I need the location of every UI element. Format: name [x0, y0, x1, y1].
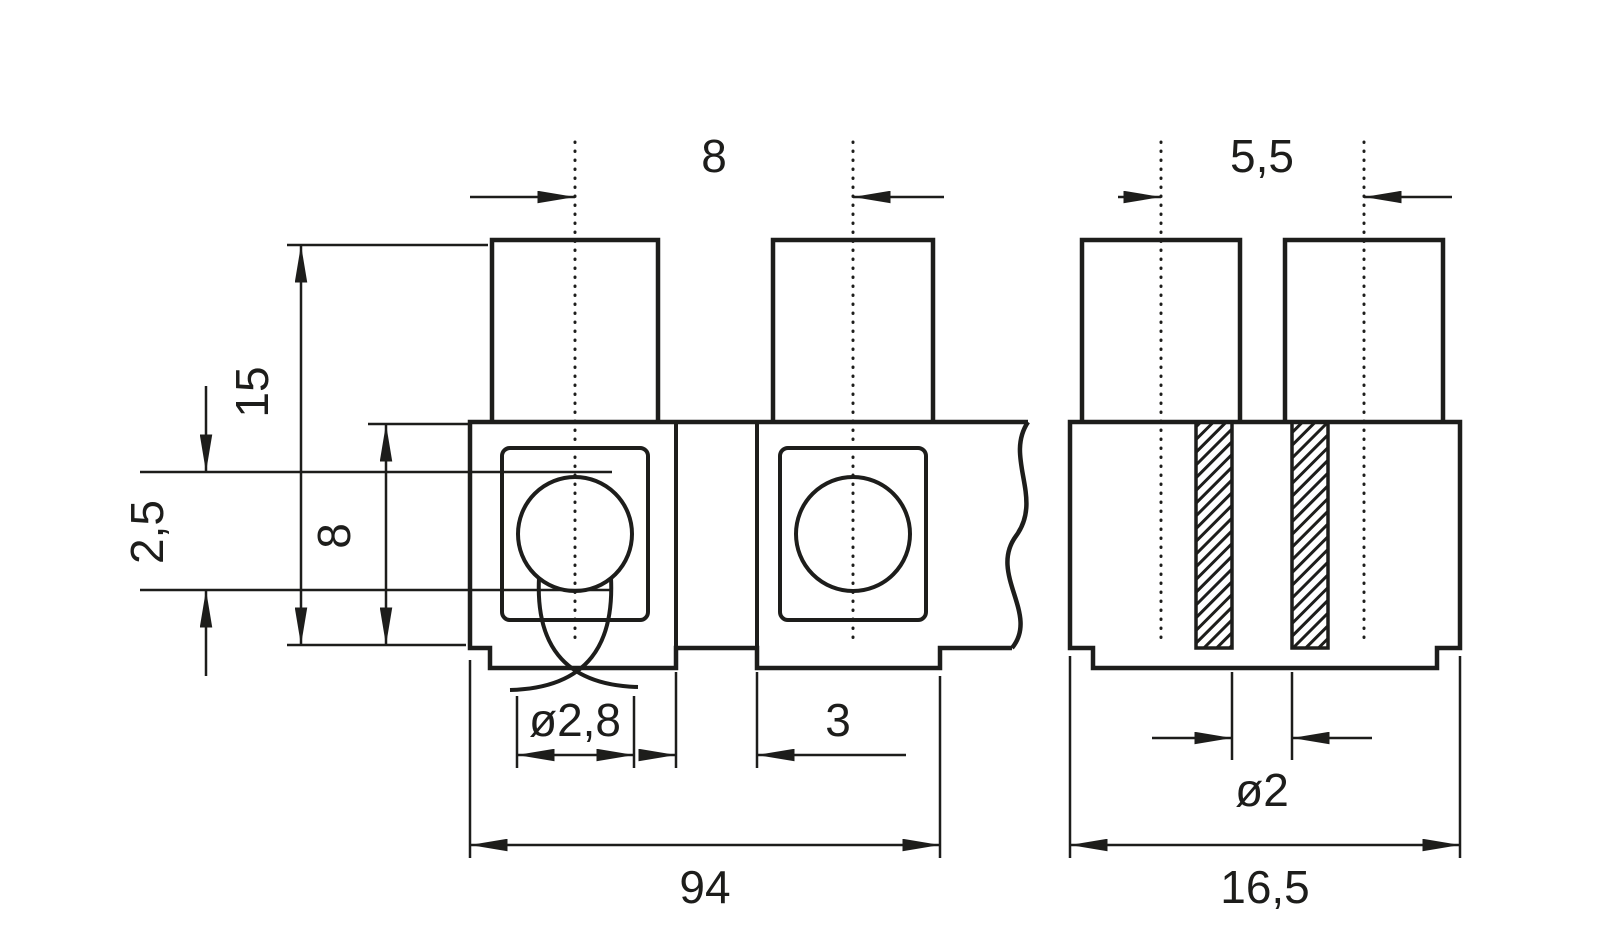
dim-pocket-height-label: 8: [308, 523, 360, 549]
wire-hole-2: [794, 475, 912, 593]
dim-total-length: 94: [468, 660, 942, 913]
dim-side-pitch: 5,5: [1118, 130, 1452, 204]
dim-wire-hole-label: ø2,8: [529, 694, 621, 746]
screw-tower-1-front: [489, 237, 661, 422]
wire-loop-strand-2: [509, 577, 614, 692]
dim-terminal-pitch: 8: [470, 130, 944, 204]
wire-loop-strand-1: [536, 577, 639, 689]
dim-total-height: 15: [226, 243, 488, 647]
terminal-pocket-2: [778, 446, 928, 622]
dim-total-depth-label: 16,5: [1220, 861, 1310, 913]
body-outline-front: [467, 419, 1028, 671]
dim-total-height-label: 15: [226, 366, 278, 417]
terminal-pocket-1: [500, 446, 650, 622]
dim-wire-strip-label: 2,5: [121, 500, 173, 564]
dim-terminal-pitch-label: 8: [701, 130, 727, 182]
dim-side-pitch-label: 5,5: [1230, 130, 1294, 182]
screw-tower-1-side: [1079, 237, 1243, 422]
dim-partition-label: 3: [825, 694, 851, 746]
section-hatch-2: [1290, 420, 1330, 650]
front-view: [467, 140, 1030, 692]
side-view: [1067, 140, 1463, 671]
dim-wire-strip: 2,5: [121, 386, 612, 676]
break-line: [1005, 420, 1030, 650]
body-outline-side: [1067, 419, 1463, 671]
dimension-annotations: 8 5,5 15 8 2,5: [121, 130, 1462, 913]
dim-total-length-label: 94: [679, 861, 730, 913]
dim-wire-hole-diameter: ø2,8: [515, 694, 636, 768]
dim-pocket-height: 8: [308, 422, 468, 645]
dim-screw-hole-label: ø2: [1235, 764, 1289, 816]
dim-screw-hole-diameter: ø2: [1152, 672, 1372, 816]
screw-tower-2-side: [1282, 237, 1446, 422]
dim-total-depth: 16,5: [1068, 656, 1462, 913]
section-hatch-1: [1194, 420, 1234, 650]
dim-partition-width: 3: [638, 672, 906, 768]
screw-tower-2-front: [770, 237, 936, 422]
